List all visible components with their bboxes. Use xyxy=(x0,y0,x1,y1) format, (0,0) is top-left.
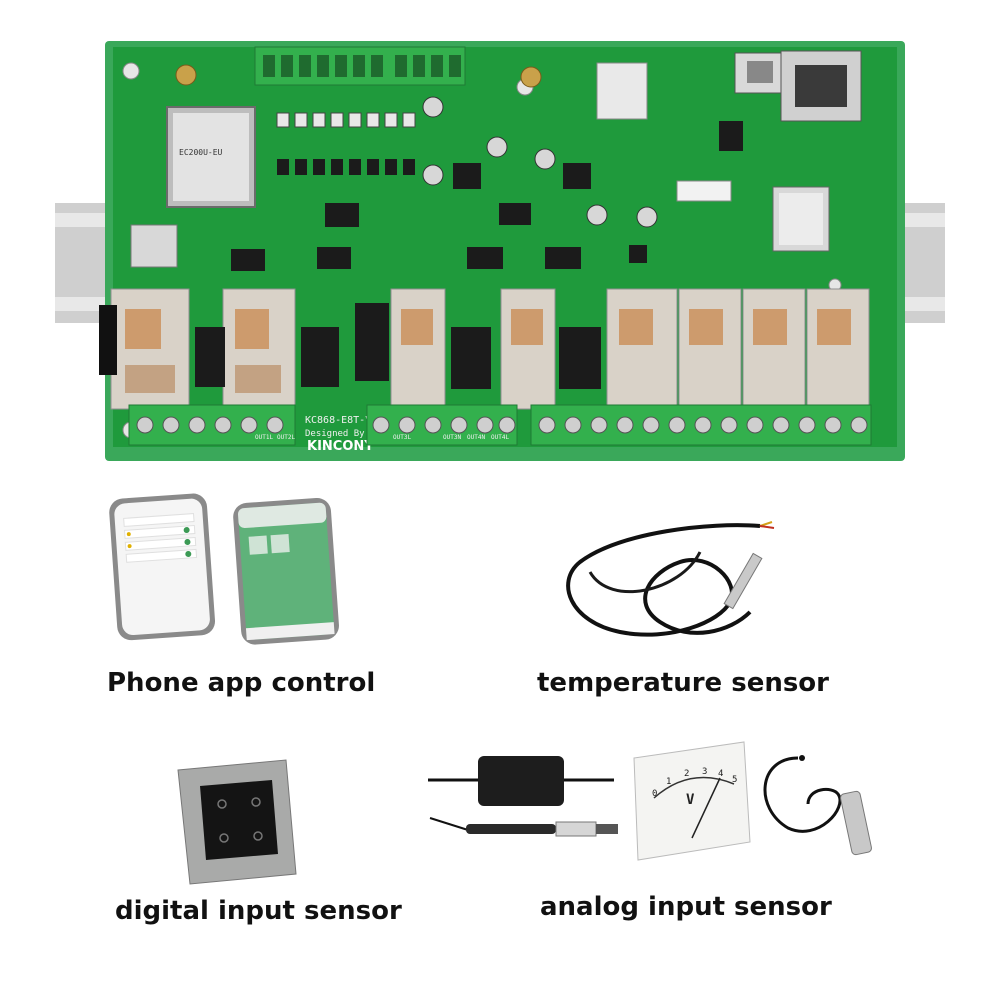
transmitter-box xyxy=(478,756,564,806)
caption-phone: Phone app control xyxy=(107,668,376,698)
relay xyxy=(390,288,446,410)
terminal-label: OUT2L xyxy=(277,434,295,441)
terminal-label: OUT1L xyxy=(255,434,273,441)
meter-scale: 4 xyxy=(718,769,723,779)
relay-black xyxy=(301,327,339,387)
sensor-probe xyxy=(723,552,763,610)
relay xyxy=(806,288,870,410)
meter-scale: 2 xyxy=(684,769,689,779)
relay xyxy=(742,288,806,410)
relay xyxy=(500,288,556,410)
analog-sensors-image: 0 1 2 3 4 5 V xyxy=(428,738,888,878)
brand-label: KINCONY xyxy=(307,439,374,454)
temperature-sensor-svg xyxy=(566,521,775,637)
relay-black xyxy=(195,327,225,387)
board-model-label: KC868-E8T-V3.2 xyxy=(305,415,389,426)
ph-probe xyxy=(466,824,556,834)
switch-face xyxy=(200,780,278,860)
meter-scale: 5 xyxy=(732,775,737,785)
temperature-sensor-image xyxy=(560,512,790,662)
terminal-label: OUT4N xyxy=(467,434,485,441)
digital-switch-image xyxy=(176,758,298,886)
relay xyxy=(606,288,678,410)
controller-board-svg: EC200U-EU xyxy=(55,41,945,461)
meter-scale: 0 xyxy=(652,789,657,799)
bottom-terminal-strip xyxy=(128,404,872,446)
meter-scale: 3 xyxy=(702,767,707,777)
relay xyxy=(678,288,742,410)
designed-by-label: Designed By xyxy=(305,429,365,439)
switch-panel-svg xyxy=(177,759,297,885)
relay-black xyxy=(559,327,601,389)
controller-board-image: EC200U-EU xyxy=(55,35,945,465)
relay-group xyxy=(110,288,870,410)
analog-sensors-svg: 0 1 2 3 4 5 V xyxy=(428,741,872,861)
terminal-label: OUT3L xyxy=(393,434,411,441)
caption-analog: analog input sensor xyxy=(540,892,832,922)
meter-scale: 1 xyxy=(666,777,671,787)
phone-app-image xyxy=(105,490,345,650)
phones-svg xyxy=(109,493,339,645)
pressure-sensor xyxy=(840,790,872,856)
caption-temperature: temperature sensor xyxy=(537,668,829,698)
module-label: EC200U-EU xyxy=(179,148,223,157)
voltmeter xyxy=(633,741,751,861)
terminal-label: OUT4L xyxy=(491,434,509,441)
terminal-label: OUT3N xyxy=(443,434,461,441)
relay-black xyxy=(355,303,389,381)
wifi-module xyxy=(596,62,648,120)
caption-digital: digital input sensor xyxy=(115,896,402,926)
meter-unit: V xyxy=(686,792,695,808)
relay-black xyxy=(451,327,491,389)
